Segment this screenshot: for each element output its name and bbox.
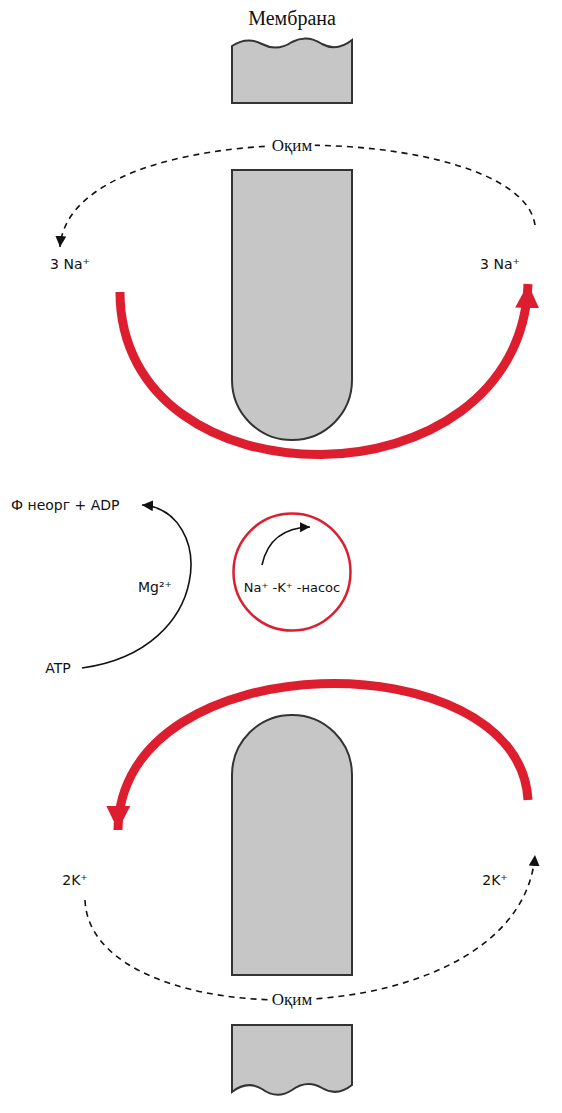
membrane-bottom — [232, 1025, 352, 1095]
pump-label: Na⁺ -K⁺ -насос — [244, 580, 340, 595]
membrane-lower-block — [232, 715, 352, 975]
ion-label: Оқим — [269, 990, 315, 1010]
red-transport-arrow — [120, 284, 528, 455]
membrane-label: Мембрана — [245, 7, 339, 30]
membrane-top — [232, 38, 352, 103]
circle-outline — [232, 512, 352, 632]
dashed-flow-arrow — [60, 145, 535, 247]
circle-outline — [234, 514, 351, 631]
rotation-arrow — [262, 527, 310, 565]
ion-label: Mg²⁺ — [135, 579, 175, 595]
ion-label: Оқим — [269, 136, 315, 156]
ion-label: ATP — [42, 660, 73, 676]
ion-label: 2K⁺ — [479, 872, 510, 888]
dashed-flow-arrow — [85, 855, 535, 1000]
ion-label: Ф неорг + ADP — [8, 497, 123, 513]
pump-circle: Na⁺ -K⁺ -насос — [232, 512, 352, 632]
red-transport-arrow — [118, 684, 528, 830]
membrane-upper-block — [232, 170, 352, 440]
ion-label: 3 Na⁺ — [47, 256, 93, 272]
ion-label: 2K⁺ — [59, 872, 90, 888]
atp-hydrolysis-arrow — [82, 505, 191, 668]
ion-label: 3 Na⁺ — [477, 256, 523, 272]
